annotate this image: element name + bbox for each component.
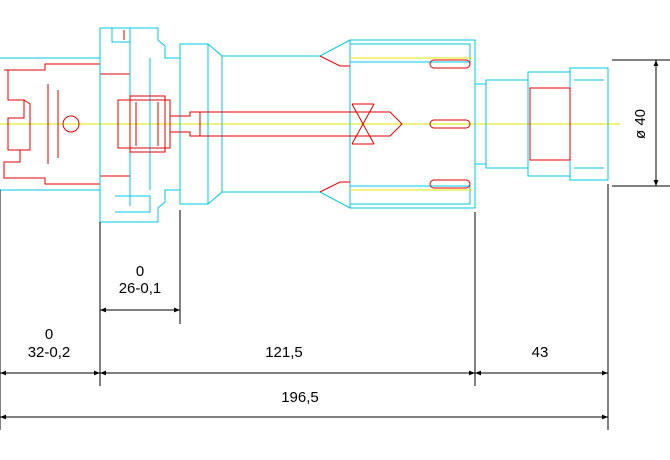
gauge-tolerance-upper: 0 <box>45 326 53 343</box>
collet-nose <box>474 67 609 181</box>
holder-body <box>179 39 476 209</box>
overall-length-label: 196,5 <box>281 389 319 406</box>
flange-tolerance-upper: 0 <box>136 263 144 280</box>
flange <box>99 27 181 223</box>
drawbar-head <box>117 95 171 153</box>
dimension-labels: 0 26-0,1 0 32-0,2 121,5 43 196,5 ø 40 <box>28 109 649 406</box>
gauge-length-label: 32-0,2 <box>28 344 71 361</box>
nose-length-label: 43 <box>532 344 549 361</box>
drawbar <box>170 103 403 145</box>
body-length-label: 121,5 <box>265 344 303 361</box>
flange-length-label: 26-0,1 <box>119 280 162 297</box>
extension-lines <box>0 59 670 430</box>
diameter-label: ø 40 <box>632 109 649 139</box>
dimension-lines <box>0 60 659 420</box>
